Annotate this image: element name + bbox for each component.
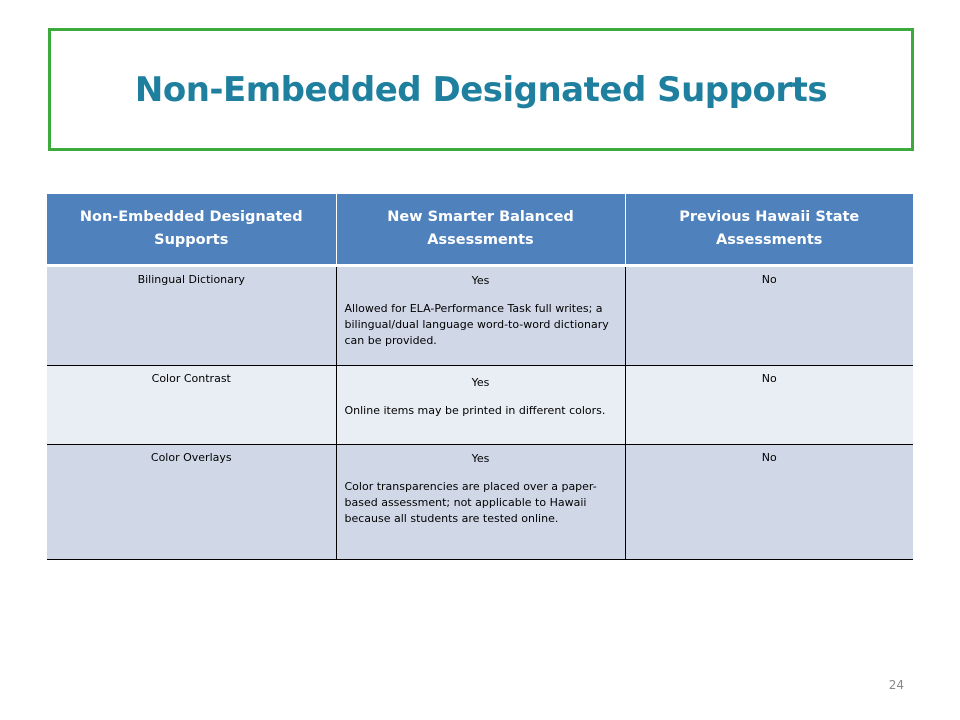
table-header-row: Non-Embedded Designated Supports New Sma… [47, 194, 913, 267]
smarter-status: Yes [471, 452, 490, 465]
smarter-note: Allowed for ELA-Performance Task full wr… [344, 302, 609, 347]
smarter-cell: Yes Color transparencies are placed over… [336, 444, 626, 560]
table-row: Color Overlays Yes Color transparencies … [47, 444, 913, 560]
slide-title-box: Non-Embedded Designated Supports [48, 28, 914, 151]
smarter-status: Yes [471, 274, 490, 287]
slide-title: Non-Embedded Designated Supports [134, 69, 828, 110]
hawaii-status: No [625, 444, 913, 560]
support-name: Color Overlays [47, 444, 337, 560]
hawaii-status: No [625, 365, 913, 445]
smarter-note: Online items may be printed in different… [344, 404, 606, 417]
table-row: Color Contrast Yes Online items may be p… [47, 365, 913, 445]
header-support: Non-Embedded Designated Supports [47, 194, 337, 267]
support-name: Color Contrast [47, 365, 337, 445]
smarter-cell: Yes Allowed for ELA-Performance Task ful… [336, 265, 626, 366]
support-name: Bilingual Dictionary [47, 265, 337, 366]
hawaii-status: No [625, 265, 913, 366]
smarter-cell: Yes Online items may be printed in diffe… [336, 365, 626, 445]
header-smarter-balanced: New Smarter Balanced Assessments [336, 194, 626, 267]
table-row: Bilingual Dictionary Yes Allowed for ELA… [47, 265, 913, 366]
page-number: 24 [888, 678, 904, 692]
smarter-note: Color transparencies are placed over a p… [344, 480, 597, 525]
header-hawaii-state: Previous Hawaii State Assessments [625, 194, 913, 267]
smarter-status: Yes [471, 376, 490, 389]
supports-table: Non-Embedded Designated Supports New Sma… [47, 194, 913, 560]
